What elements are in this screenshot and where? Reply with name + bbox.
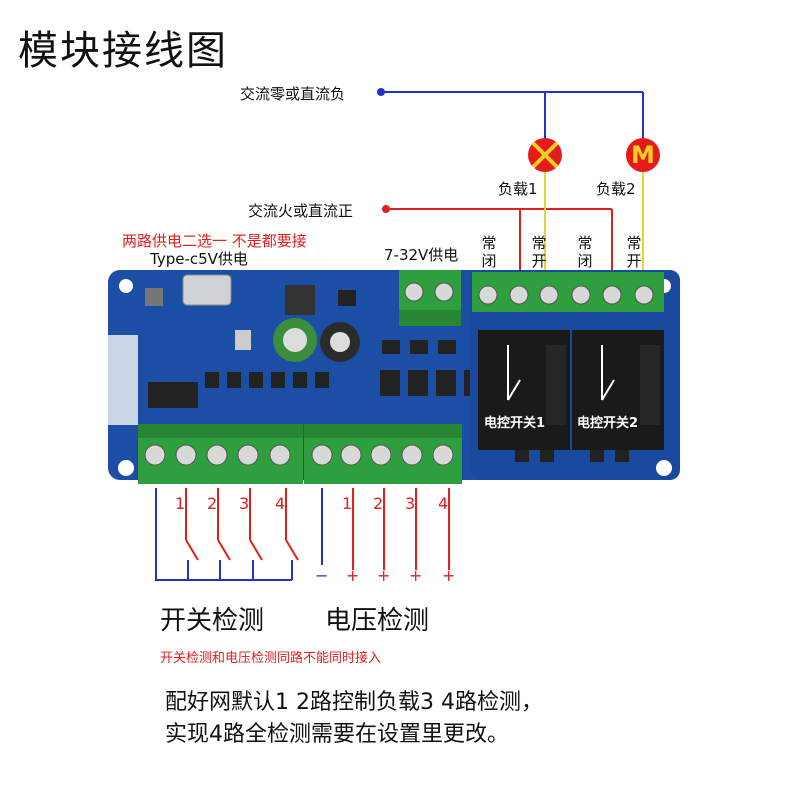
voltage-input-number: 2 (373, 494, 384, 513)
live-label: 交流火或直流正 (248, 202, 354, 220)
voltage-detect-heading: 电压检测 (325, 606, 430, 636)
motor-letter: M (631, 141, 655, 169)
no2-label: 常开 (626, 234, 642, 270)
polarity-positive: + (409, 566, 423, 585)
page-title: 模块接线图 (18, 28, 228, 74)
voltage-wiring (321, 488, 450, 570)
neutral-label: 交流零或直流负 (240, 85, 346, 103)
description-line-2: 实现4路全检测需要在设置里更改。 (165, 722, 509, 747)
voltage-input-number: 3 (405, 494, 416, 513)
lamp-icon (528, 138, 562, 172)
nc1-label: 常闭 (481, 234, 497, 270)
switch-input-number: 2 (207, 494, 218, 513)
load-wires (544, 170, 644, 280)
voltage-input-number: 1 (342, 494, 353, 513)
type-c-label: Type-c5V供电 (150, 250, 248, 268)
relay2-label: 电控开关2 (577, 416, 639, 431)
switch-detect-heading: 开关检测 (160, 606, 265, 636)
polarity-positive: + (346, 566, 360, 585)
relay1-label: 电控开关1 (484, 416, 546, 431)
dc-input-label: 7-32V供电 (384, 246, 459, 264)
description-line-1: 配好网默认1 2路控制负载3 4路检测， (165, 690, 543, 715)
dc-power-terminal (399, 270, 461, 326)
motor-icon (626, 138, 660, 172)
voltage-input-number: 4 (438, 494, 449, 513)
power-choice-note: 两路供电二选一 不是都要接 (122, 232, 307, 250)
voltage-input-terminal (304, 424, 462, 484)
switch-input-number: 4 (275, 494, 286, 513)
no1-label: 常开 (531, 234, 547, 270)
load1-label: 负载1 (498, 180, 538, 198)
warning-note: 开关检测和电压检测同路不能同时接入 (160, 651, 382, 666)
relay-terminal (472, 272, 664, 312)
switch-input-terminal (138, 424, 303, 484)
load2-label: 负载2 (596, 180, 636, 198)
switch-wiring (155, 488, 299, 581)
live-wire (382, 205, 613, 280)
nc2-label: 常闭 (577, 234, 593, 270)
switch-input-number: 3 (239, 494, 250, 513)
polarity-positive: + (377, 566, 391, 585)
polarity-positive: + (442, 566, 456, 585)
switch-input-number: 1 (175, 494, 186, 513)
polarity-negative: − (315, 566, 329, 585)
neutral-wire (377, 88, 644, 140)
